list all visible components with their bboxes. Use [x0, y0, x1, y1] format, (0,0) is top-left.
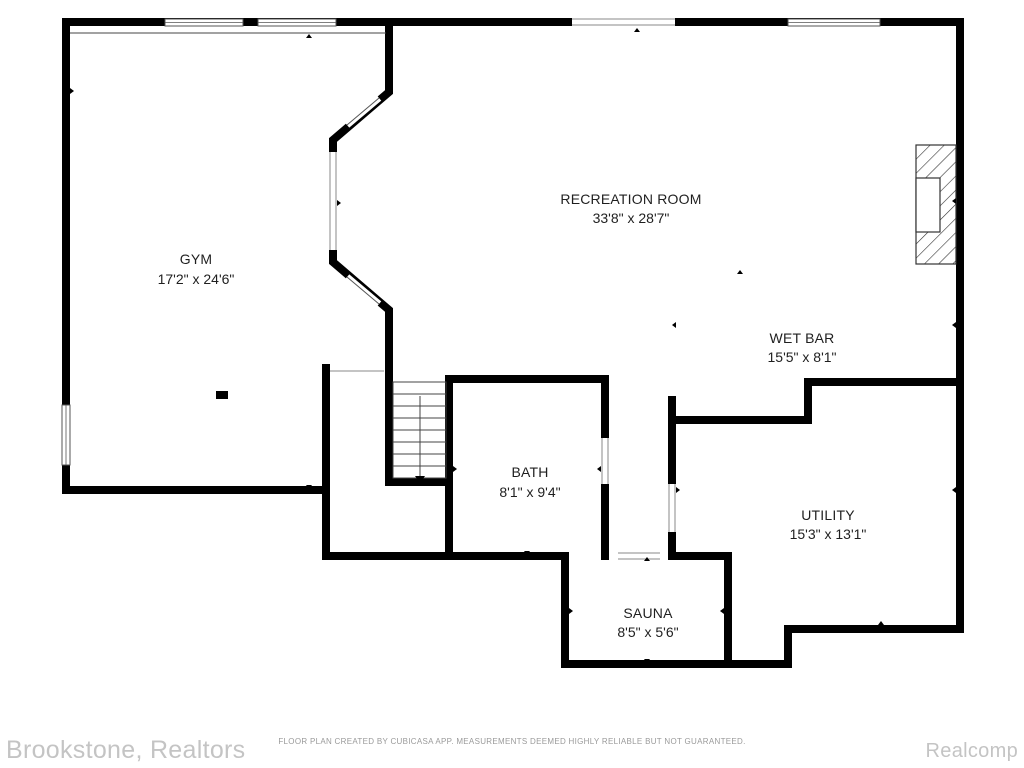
door-openings	[328, 17, 677, 561]
room-dims-sauna: 8'5" x 5'6"	[617, 624, 678, 640]
room-dims-utility: 15'3" x 13'1"	[790, 526, 867, 542]
measure-ticks	[70, 28, 956, 663]
room-name-recreation: RECREATION ROOM	[560, 191, 701, 207]
fireplace	[915, 144, 957, 265]
room-name-gym: GYM	[180, 251, 213, 267]
floor-plan: GYM 17'2" x 24'6" RECREATION ROOM 33'8" …	[61, 17, 964, 668]
room-dims-gym: 17'2" x 24'6"	[158, 271, 235, 287]
room-name-sauna: SAUNA	[623, 605, 673, 621]
windows	[61, 18, 881, 466]
disclaimer-text: FLOOR PLAN CREATED BY CUBICASA APP. MEAS…	[278, 737, 746, 746]
watermark-brookstone: Brookstone, Realtors	[6, 736, 246, 764]
stairs	[392, 381, 447, 479]
gym-fixture	[216, 391, 228, 399]
room-name-wetbar: WET BAR	[770, 330, 835, 346]
room-dims-wetbar: 15'5" x 8'1"	[768, 349, 837, 365]
opening-lines	[329, 18, 676, 560]
room-dims-recreation: 33'8" x 28'7"	[593, 210, 670, 226]
room-name-utility: UTILITY	[801, 507, 855, 523]
stairs-arrow-icon	[415, 476, 425, 483]
room-name-bath: BATH	[511, 464, 548, 480]
room-dims-bath: 8'1" x 9'4"	[499, 484, 560, 500]
watermark-realcomp: Realcomp	[925, 740, 1018, 762]
